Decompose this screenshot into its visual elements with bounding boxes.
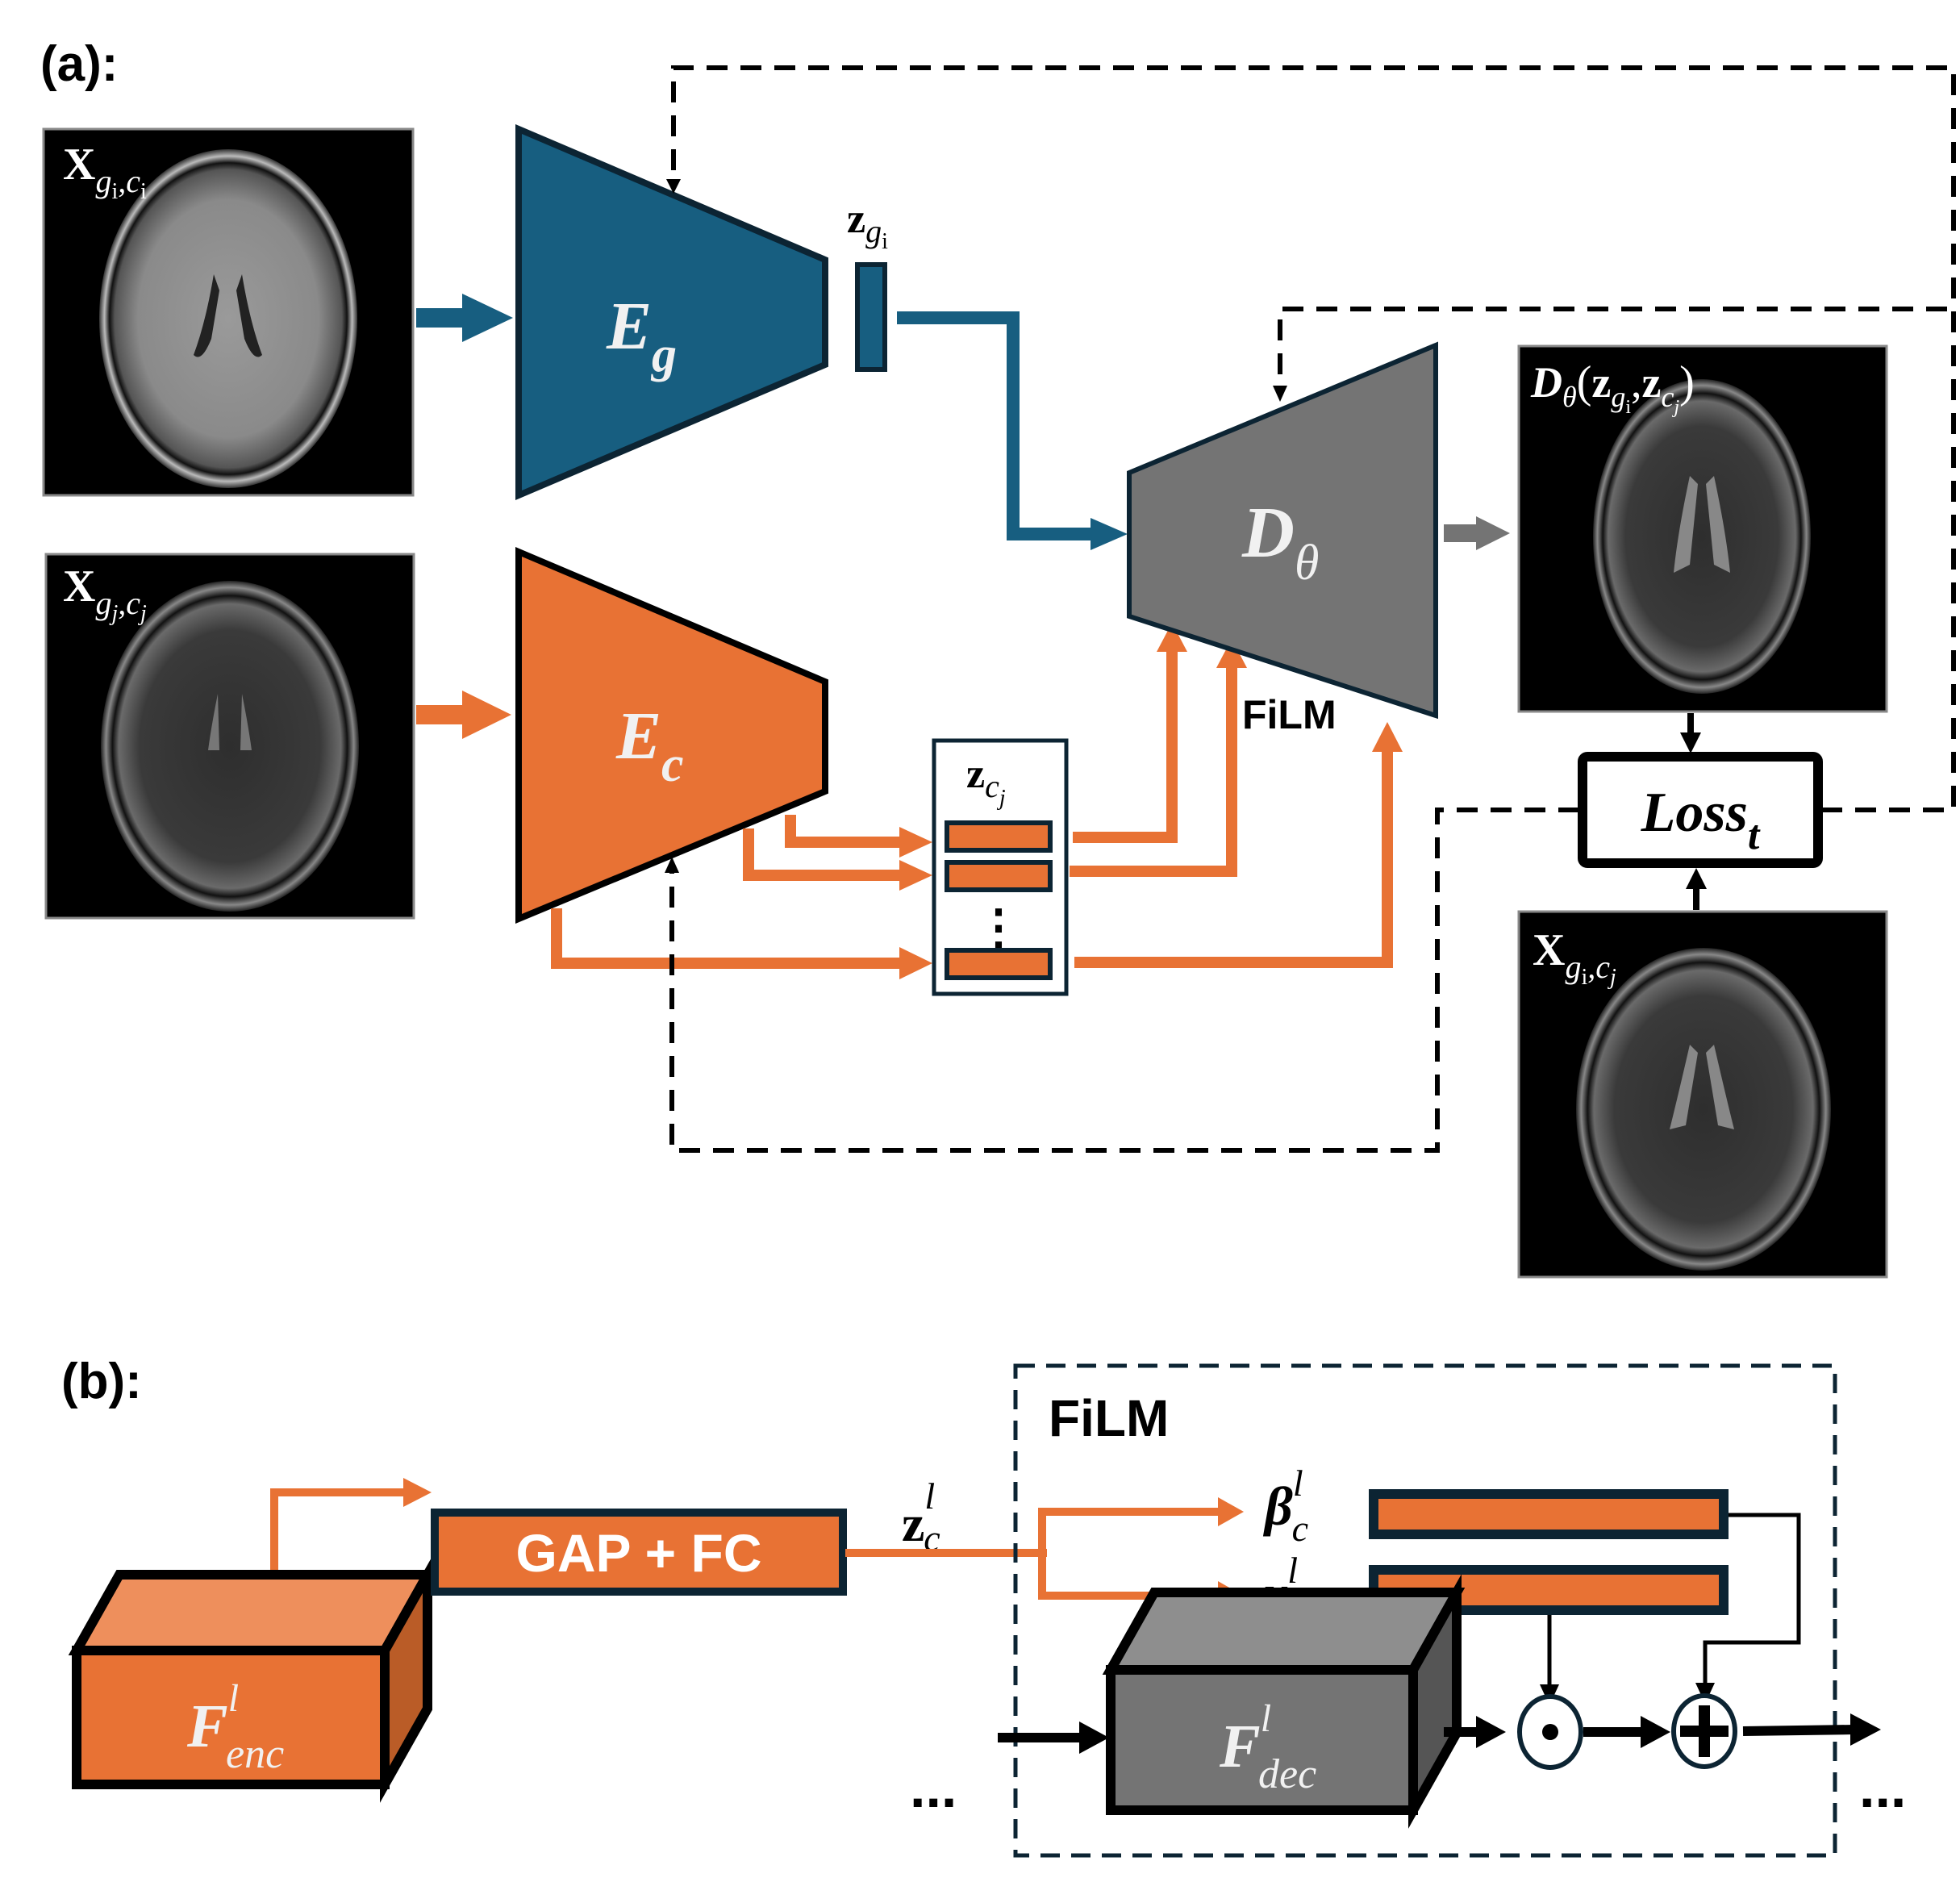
brain-slice-t2 — [101, 581, 359, 912]
arrow-output-to-loss — [1680, 713, 1701, 753]
gap-fc-box: GAP + FC — [431, 1509, 847, 1596]
ellipsis-left: ... — [910, 1756, 957, 1819]
panel-b-label: (b): — [61, 1354, 142, 1409]
dashed-arrowhead-decoder — [1273, 386, 1287, 402]
output-image: Dθ(zgi,zcj) — [1517, 344, 1888, 713]
film-module-box — [1013, 1363, 1837, 1858]
arrow-zg-to-decoder — [897, 311, 1128, 550]
ec-label: Ec — [615, 699, 684, 792]
x-gi-ci-label: Xgi,ci — [63, 140, 147, 204]
hadamard-product-op — [1517, 1694, 1583, 1770]
main-flow-arrows — [998, 1713, 1881, 1754]
target-image-x-gi-cj: Xgi,cj — [1517, 910, 1888, 1279]
input-image-x-gi-ci: Xgi,ci — [42, 127, 415, 497]
zcj-block-n — [945, 948, 1053, 980]
decoder-d-theta: Dθ — [1127, 341, 1438, 720]
gap-fc-label: GAP + FC — [515, 1523, 761, 1583]
zcj-block-2 — [945, 860, 1053, 892]
gradient-feedback-paths — [669, 65, 1956, 1153]
output-label: Dθ(zgi,zcj) — [1530, 357, 1695, 418]
brain-slice-output — [1593, 379, 1811, 694]
encoder-eg: Eg — [515, 123, 828, 501]
arrow-target-to-loss — [1686, 868, 1707, 910]
zcj-ellipsis: ⋮ — [974, 900, 1023, 954]
film-label-a: FiLM — [1242, 692, 1337, 737]
latent-zcj-label: zcj — [966, 751, 1006, 811]
arrowhead-beta — [1218, 1497, 1244, 1526]
film-title: FiLM — [1049, 1389, 1169, 1447]
encoder-ec: Ec — [515, 546, 828, 924]
dashed-path-to-ec — [669, 808, 1579, 1153]
arrow-fenc-to-gap — [270, 1478, 432, 1570]
dashed-path-to-eg — [671, 65, 1956, 812]
x-gj-cj-label: Xgj,cj — [63, 561, 147, 626]
arrow-decoder-to-output — [1444, 516, 1510, 550]
arrows-zcj-to-decoder — [1070, 623, 1403, 968]
panel-a-label: (a): — [40, 36, 118, 92]
film-param-connections — [1547, 1513, 1801, 1688]
arrowhead-beta-to-add — [1695, 1683, 1715, 1704]
dashed-arrowhead-eg — [666, 179, 681, 194]
addition-op — [1671, 1693, 1737, 1769]
latent-zg-block — [855, 262, 887, 372]
loss-label: Losst — [1641, 782, 1761, 858]
dashed-arrowhead-ec — [665, 857, 679, 873]
latent-zg-label: zgi — [847, 196, 888, 254]
zcj-block-1 — [945, 820, 1053, 853]
loss-box: Losst — [1578, 752, 1823, 868]
input-image-x-gj-cj: Xgj,cj — [44, 553, 415, 920]
latent-zcj: zcj ⋮ — [932, 738, 1069, 996]
brain-slice-t1 — [99, 149, 357, 488]
beta-vector — [1369, 1489, 1729, 1539]
arrow-input-to-ec — [416, 691, 511, 739]
arrows-ec-to-zcj — [551, 815, 932, 979]
brain-slice-target — [1576, 948, 1831, 1271]
ellipsis-right: ... — [1859, 1756, 1906, 1819]
target-label: Xgi,cj — [1533, 925, 1616, 990]
d-theta-label: Dθ — [1241, 493, 1319, 591]
arrow-input-to-eg — [416, 294, 513, 342]
dashed-path-to-decoder — [1278, 307, 1947, 386]
eg-label: Eg — [606, 289, 677, 382]
